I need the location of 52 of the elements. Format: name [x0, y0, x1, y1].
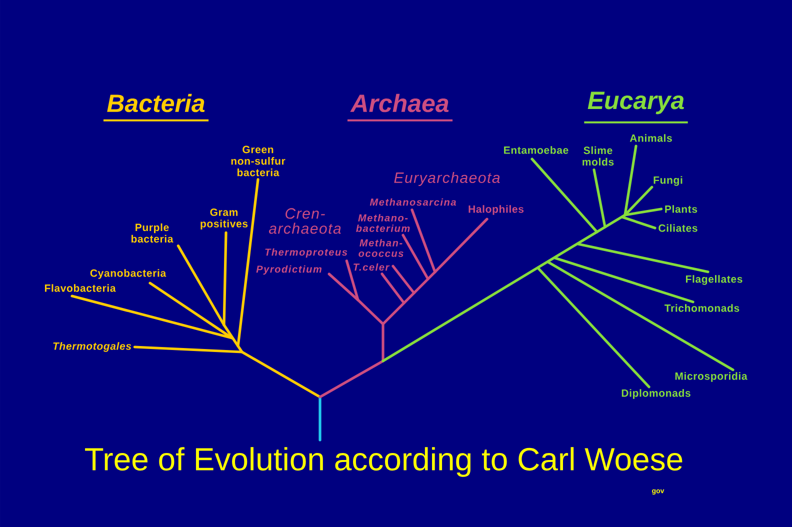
tree-branch [576, 242, 710, 274]
taxon-label: Animals [630, 134, 672, 142]
clade-label: Cren- archaeota [268, 208, 341, 234]
taxon-label: Ciliates [658, 224, 698, 232]
tree-branch [530, 158, 598, 234]
tree-branch [148, 282, 234, 340]
tree-branch [624, 186, 654, 216]
taxon-label: Pyrodictium [256, 265, 322, 275]
taxon-label: Entamoebae [504, 146, 568, 154]
tree-branch [624, 208, 663, 216]
clade-label: Euryarchaeota [394, 172, 500, 186]
domain-heading: Archaea [347, 94, 453, 122]
tree-branch [380, 272, 406, 304]
taxon-label: Flagellates [686, 275, 742, 285]
tree-branch [620, 216, 656, 230]
taxon-label: T.celer [354, 263, 390, 271]
taxon-label: Purple bacteria [131, 223, 174, 243]
taxon-label: Gram positives [200, 208, 248, 230]
tree-branch [70, 294, 234, 340]
taxon-label: Methano- bacterium [356, 214, 410, 232]
taxon-label: Microsporidia [675, 372, 748, 382]
taxon-label: Slime molds [582, 146, 614, 166]
tree-branch [410, 208, 436, 274]
tree-branch [434, 218, 488, 274]
taxon-label: Plants [665, 205, 698, 213]
tree-branch [176, 244, 226, 326]
taxon-label: Cyanobacteria [90, 269, 166, 279]
tree-branch [328, 272, 360, 302]
taxon-label: Halophiles [468, 205, 524, 215]
tree-branch [222, 231, 228, 326]
tree-branch [554, 256, 694, 304]
taxon-label: Thermotogales [53, 342, 132, 352]
taxon-label: Green non-sulfur bacteria [231, 146, 286, 176]
taxon-label: Thermoproteus [265, 248, 348, 258]
taxon-label: Methan- ococcus [358, 239, 404, 257]
domain-heading: Eucarya [584, 92, 688, 124]
domain-heading: Bacteria [103, 94, 209, 122]
tree-branch [402, 234, 430, 280]
tree-branch [133, 346, 244, 354]
tree-branch [546, 260, 734, 372]
title: Tree of Evolution according to Carl Woese [85, 447, 682, 477]
tree-branch [536, 266, 650, 388]
tree-branch [592, 168, 606, 228]
taxon-label: Fungi [654, 176, 682, 186]
tree-branch [345, 260, 360, 302]
tree-branch [624, 144, 638, 216]
tree-branch [392, 264, 416, 294]
tree-branch [236, 178, 260, 348]
taxon-label: Trichomonads [664, 304, 740, 312]
taxon-label: Methanosarcina [370, 198, 456, 206]
taxon-label: Flavobacteria [44, 284, 116, 292]
taxon-label: Diplomonads [622, 389, 690, 399]
